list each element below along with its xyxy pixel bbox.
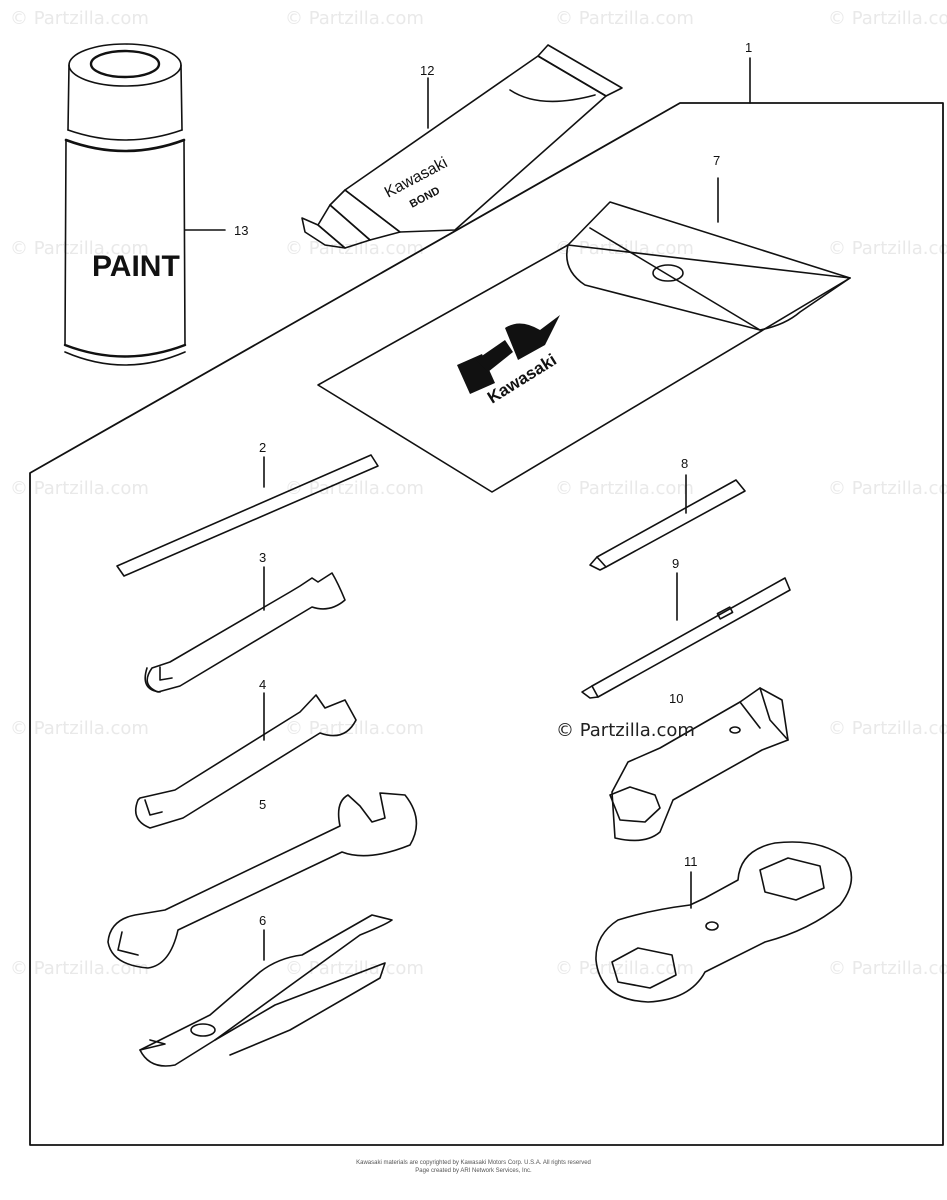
copyright-line-2: Page created by ARI Network Services, In…	[415, 1168, 532, 1174]
kit-boundary	[29, 102, 944, 1146]
rod-drawing	[116, 454, 379, 577]
callout-8: 8	[681, 456, 688, 471]
watermark: © Partzilla.com	[828, 718, 947, 739]
callout-4: 4	[259, 677, 266, 692]
watermark: © Partzilla.com	[555, 958, 694, 979]
callout-2: 2	[259, 440, 266, 455]
screwdriver-bit-drawing	[589, 474, 746, 571]
callout-6: 6	[259, 913, 266, 928]
watermark: © Partzilla.com	[10, 958, 149, 979]
watermark: © Partzilla.com	[285, 478, 424, 499]
hex-wrench-drawing	[595, 841, 853, 1003]
watermark: © Partzilla.com	[10, 8, 149, 29]
small-wrench-drawing	[144, 566, 346, 693]
watermark: © Partzilla.com	[10, 478, 149, 499]
screwdriver-drawing	[581, 572, 791, 699]
callout-11: 11	[684, 854, 698, 869]
watermark: © Partzilla.com	[10, 718, 149, 739]
callout-1: 1	[745, 40, 752, 55]
callout-13: 13	[234, 223, 248, 238]
kawasaki-pouch-logo-icon	[457, 315, 560, 394]
pliers-drawing	[139, 914, 393, 1067]
watermark: © Partzilla.com	[10, 238, 149, 259]
callout-3: 3	[259, 550, 266, 565]
watermark: © Partzilla.com	[555, 8, 694, 29]
bond-tube-drawing	[301, 44, 623, 249]
medium-wrench-drawing	[134, 692, 357, 829]
callout-5: 5	[259, 797, 266, 812]
callout-9: 9	[672, 556, 679, 571]
callout-12: 12	[420, 63, 434, 78]
tool-pouch-drawing	[317, 177, 851, 493]
paint-label: PAINT	[92, 250, 180, 283]
center-watermark: © Partzilla.com	[556, 720, 695, 741]
plug-wrench-drawing	[609, 687, 789, 842]
watermark: © Partzilla.com	[555, 478, 694, 499]
watermark: © Partzilla.com	[828, 478, 947, 499]
copyright-line-1: Kawasaki materials are copyrighted by Ka…	[356, 1160, 591, 1166]
watermark: © Partzilla.com	[828, 8, 947, 29]
watermark: © Partzilla.com	[828, 958, 947, 979]
watermark: © Partzilla.com	[285, 238, 424, 259]
large-wrench-drawing	[107, 792, 418, 969]
callout-10: 10	[669, 691, 683, 706]
callout-7: 7	[713, 153, 720, 168]
watermark: © Partzilla.com	[828, 238, 947, 259]
paint-can-drawing	[63, 43, 226, 366]
watermark: © Partzilla.com	[285, 8, 424, 29]
